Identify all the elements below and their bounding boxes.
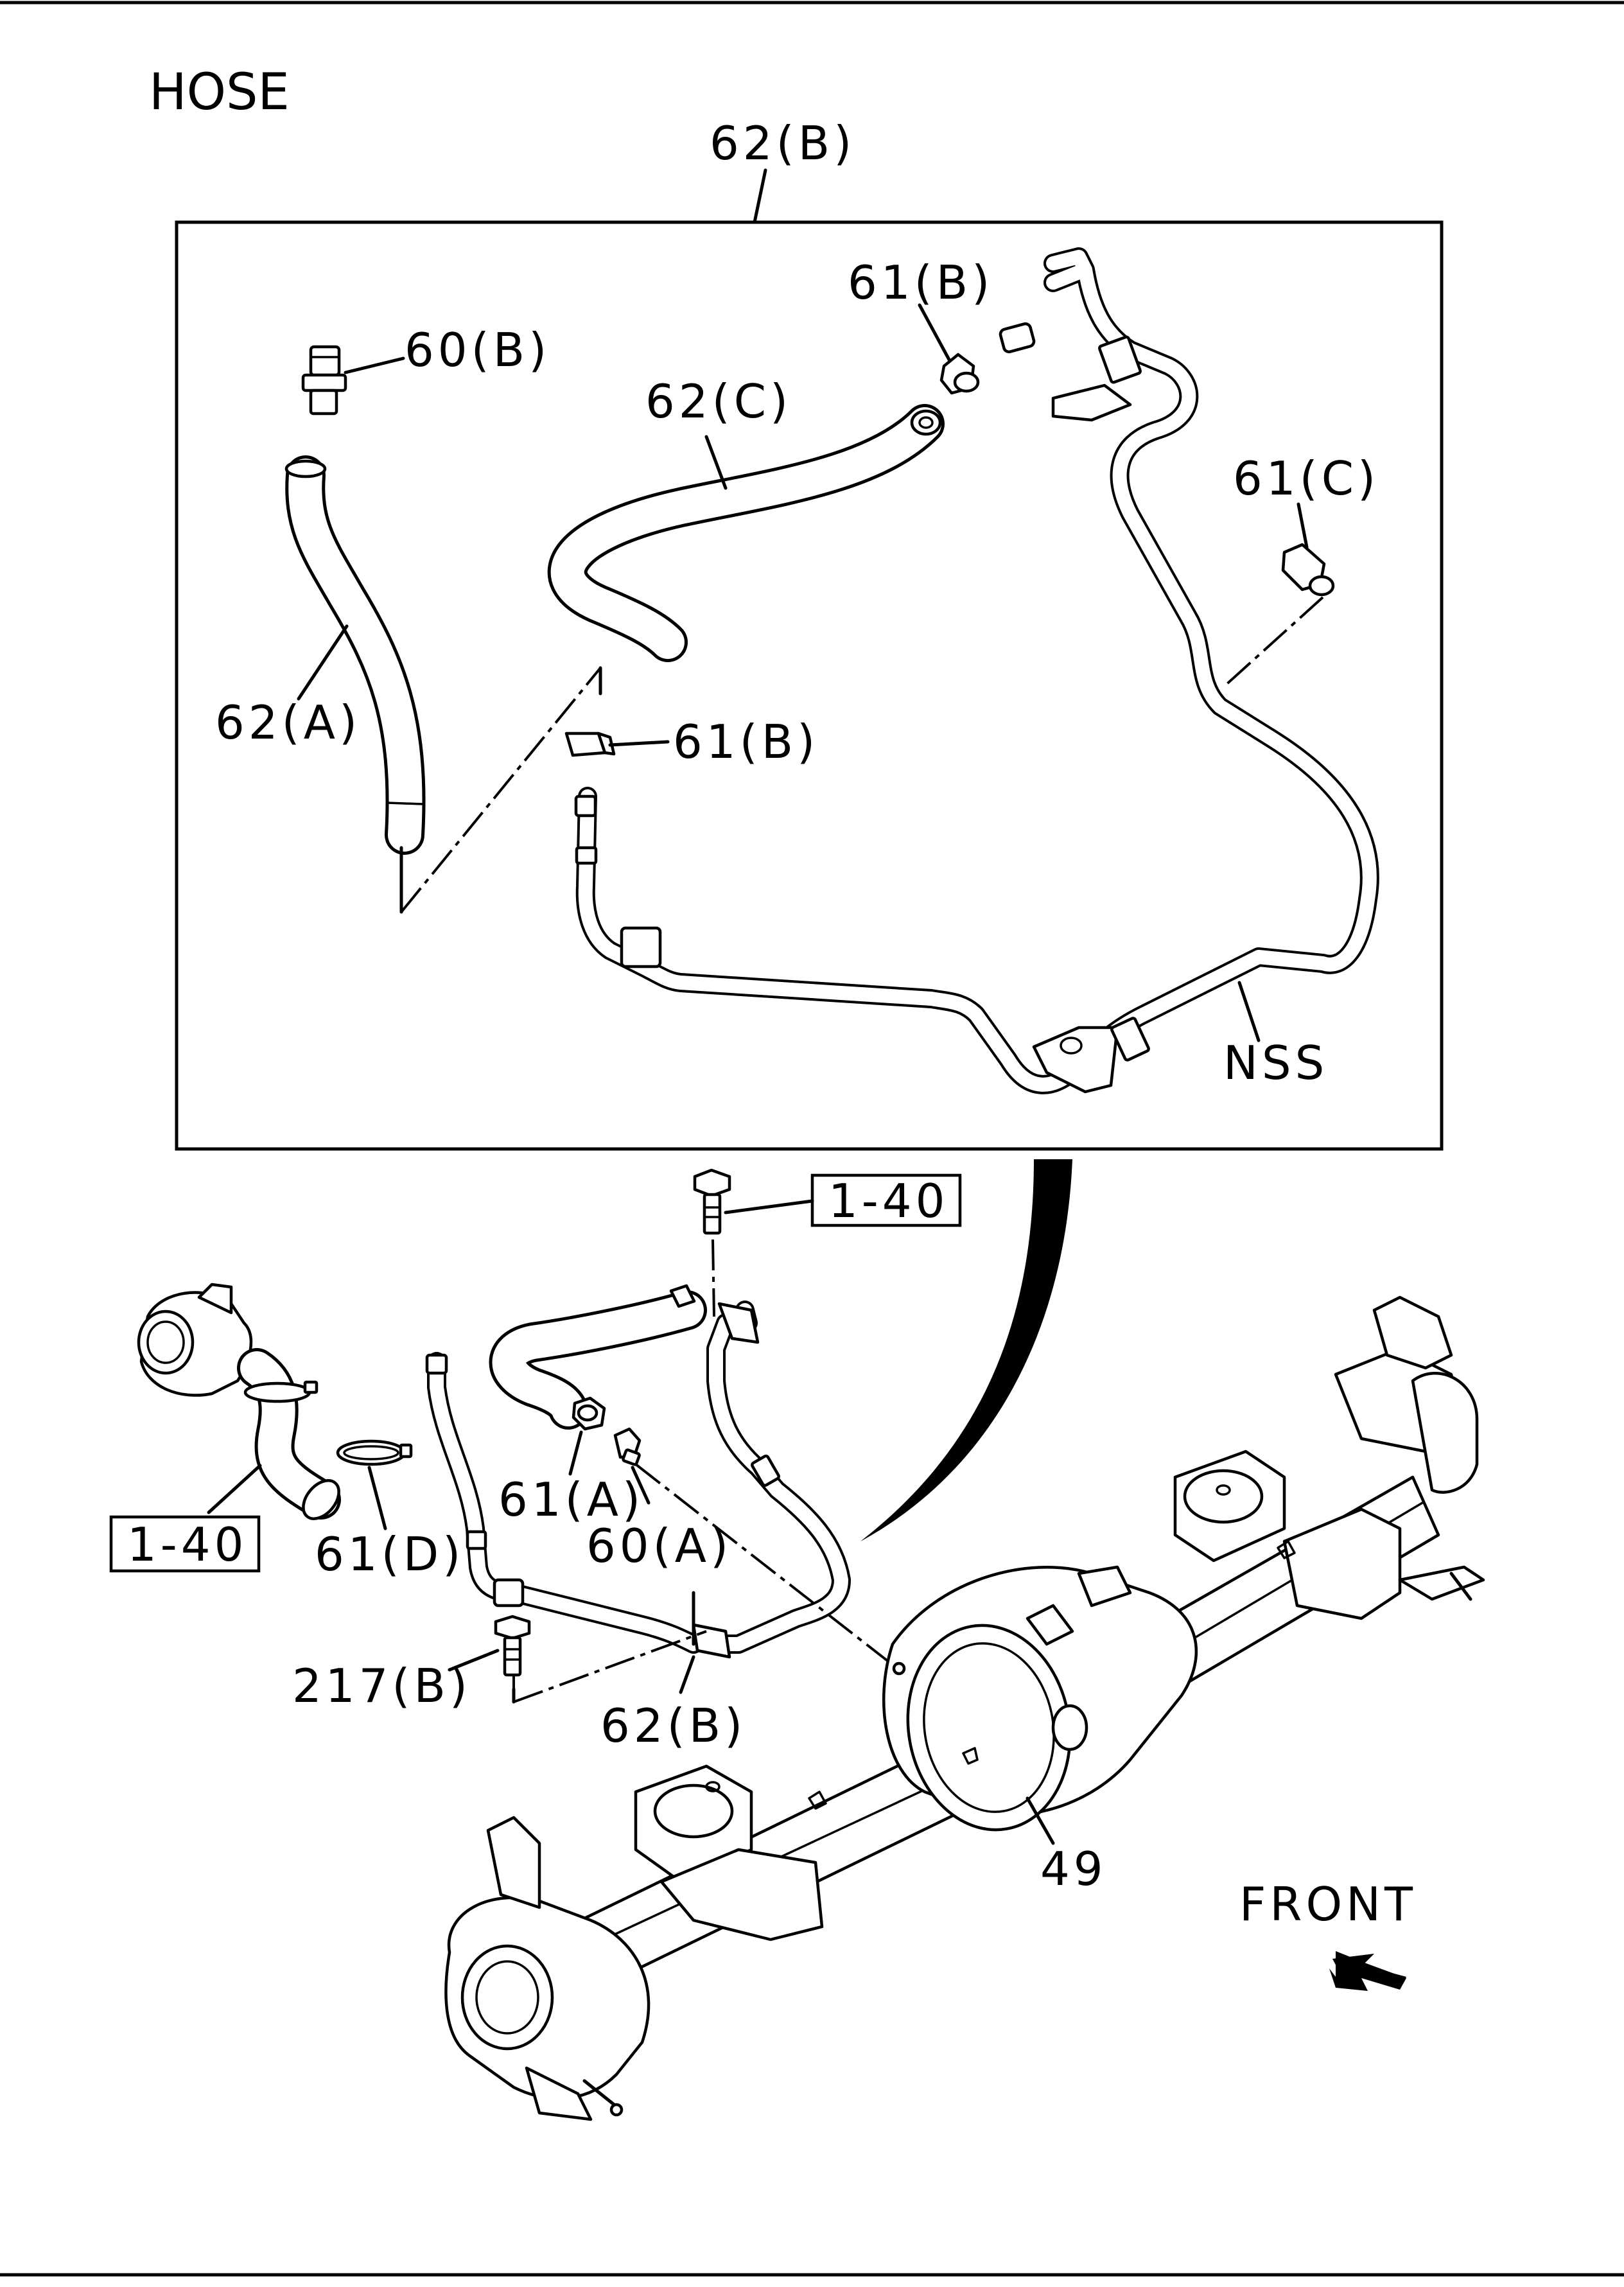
label-62b: 62(B)	[600, 1699, 746, 1753]
detail-box: 62(B) 60(B) 62(A) 62	[175, 116, 1444, 1151]
label-49: 49	[1040, 1842, 1107, 1896]
assembly: 1-40 61(A) 60(A)	[109, 1168, 1485, 2121]
clip-61b-mid-icon	[564, 732, 616, 757]
label-61b-top: 61(B)	[848, 256, 993, 310]
box-140-left	[109, 1515, 261, 1573]
label-60b: 60(B)	[405, 323, 550, 377]
label-62a: 62(A)	[215, 696, 361, 749]
clamp-61d-icon	[336, 1439, 413, 1466]
detail-link-arrow	[860, 1159, 1072, 1541]
coolant-outlet-pipe-icon	[137, 1283, 341, 1520]
hose-62a-icon	[284, 455, 426, 855]
label-140-left: 1-40	[127, 1518, 247, 1572]
label-nss: NSS	[1223, 1036, 1328, 1090]
detail-box-frame	[175, 220, 1444, 1151]
clip-61b-top-icon	[939, 353, 980, 395]
detail-box-leader	[753, 168, 767, 224]
box-140-top	[810, 1173, 962, 1227]
bolt-217b-icon	[494, 1615, 531, 1677]
label-front: FRONT	[1239, 1877, 1417, 1931]
label-61b-mid: 61(B)	[673, 715, 819, 769]
label-140-top: 1-40	[828, 1174, 948, 1228]
bolt-top-icon	[693, 1168, 731, 1235]
hose-62c-icon	[547, 404, 945, 662]
label-61a: 61(A)	[498, 1473, 644, 1527]
nipple-60a-icon	[613, 1427, 642, 1466]
diagram-title: HOSE	[149, 64, 290, 121]
rear-axle-icon	[444, 1295, 1485, 2121]
brake-pipe-nss-icon	[574, 247, 1379, 1094]
clip-61a-icon	[572, 1396, 606, 1431]
nipple-60b-icon	[301, 345, 347, 416]
label-60a: 60(A)	[586, 1519, 732, 1573]
label-62c: 62(C)	[645, 374, 792, 428]
label-61d: 61(D)	[315, 1527, 464, 1581]
detail-box-callout: 62(B)	[710, 116, 855, 170]
clip-61c-icon	[1281, 543, 1335, 597]
label-61c: 61(C)	[1233, 451, 1379, 505]
label-217b: 217(B)	[292, 1659, 471, 1713]
